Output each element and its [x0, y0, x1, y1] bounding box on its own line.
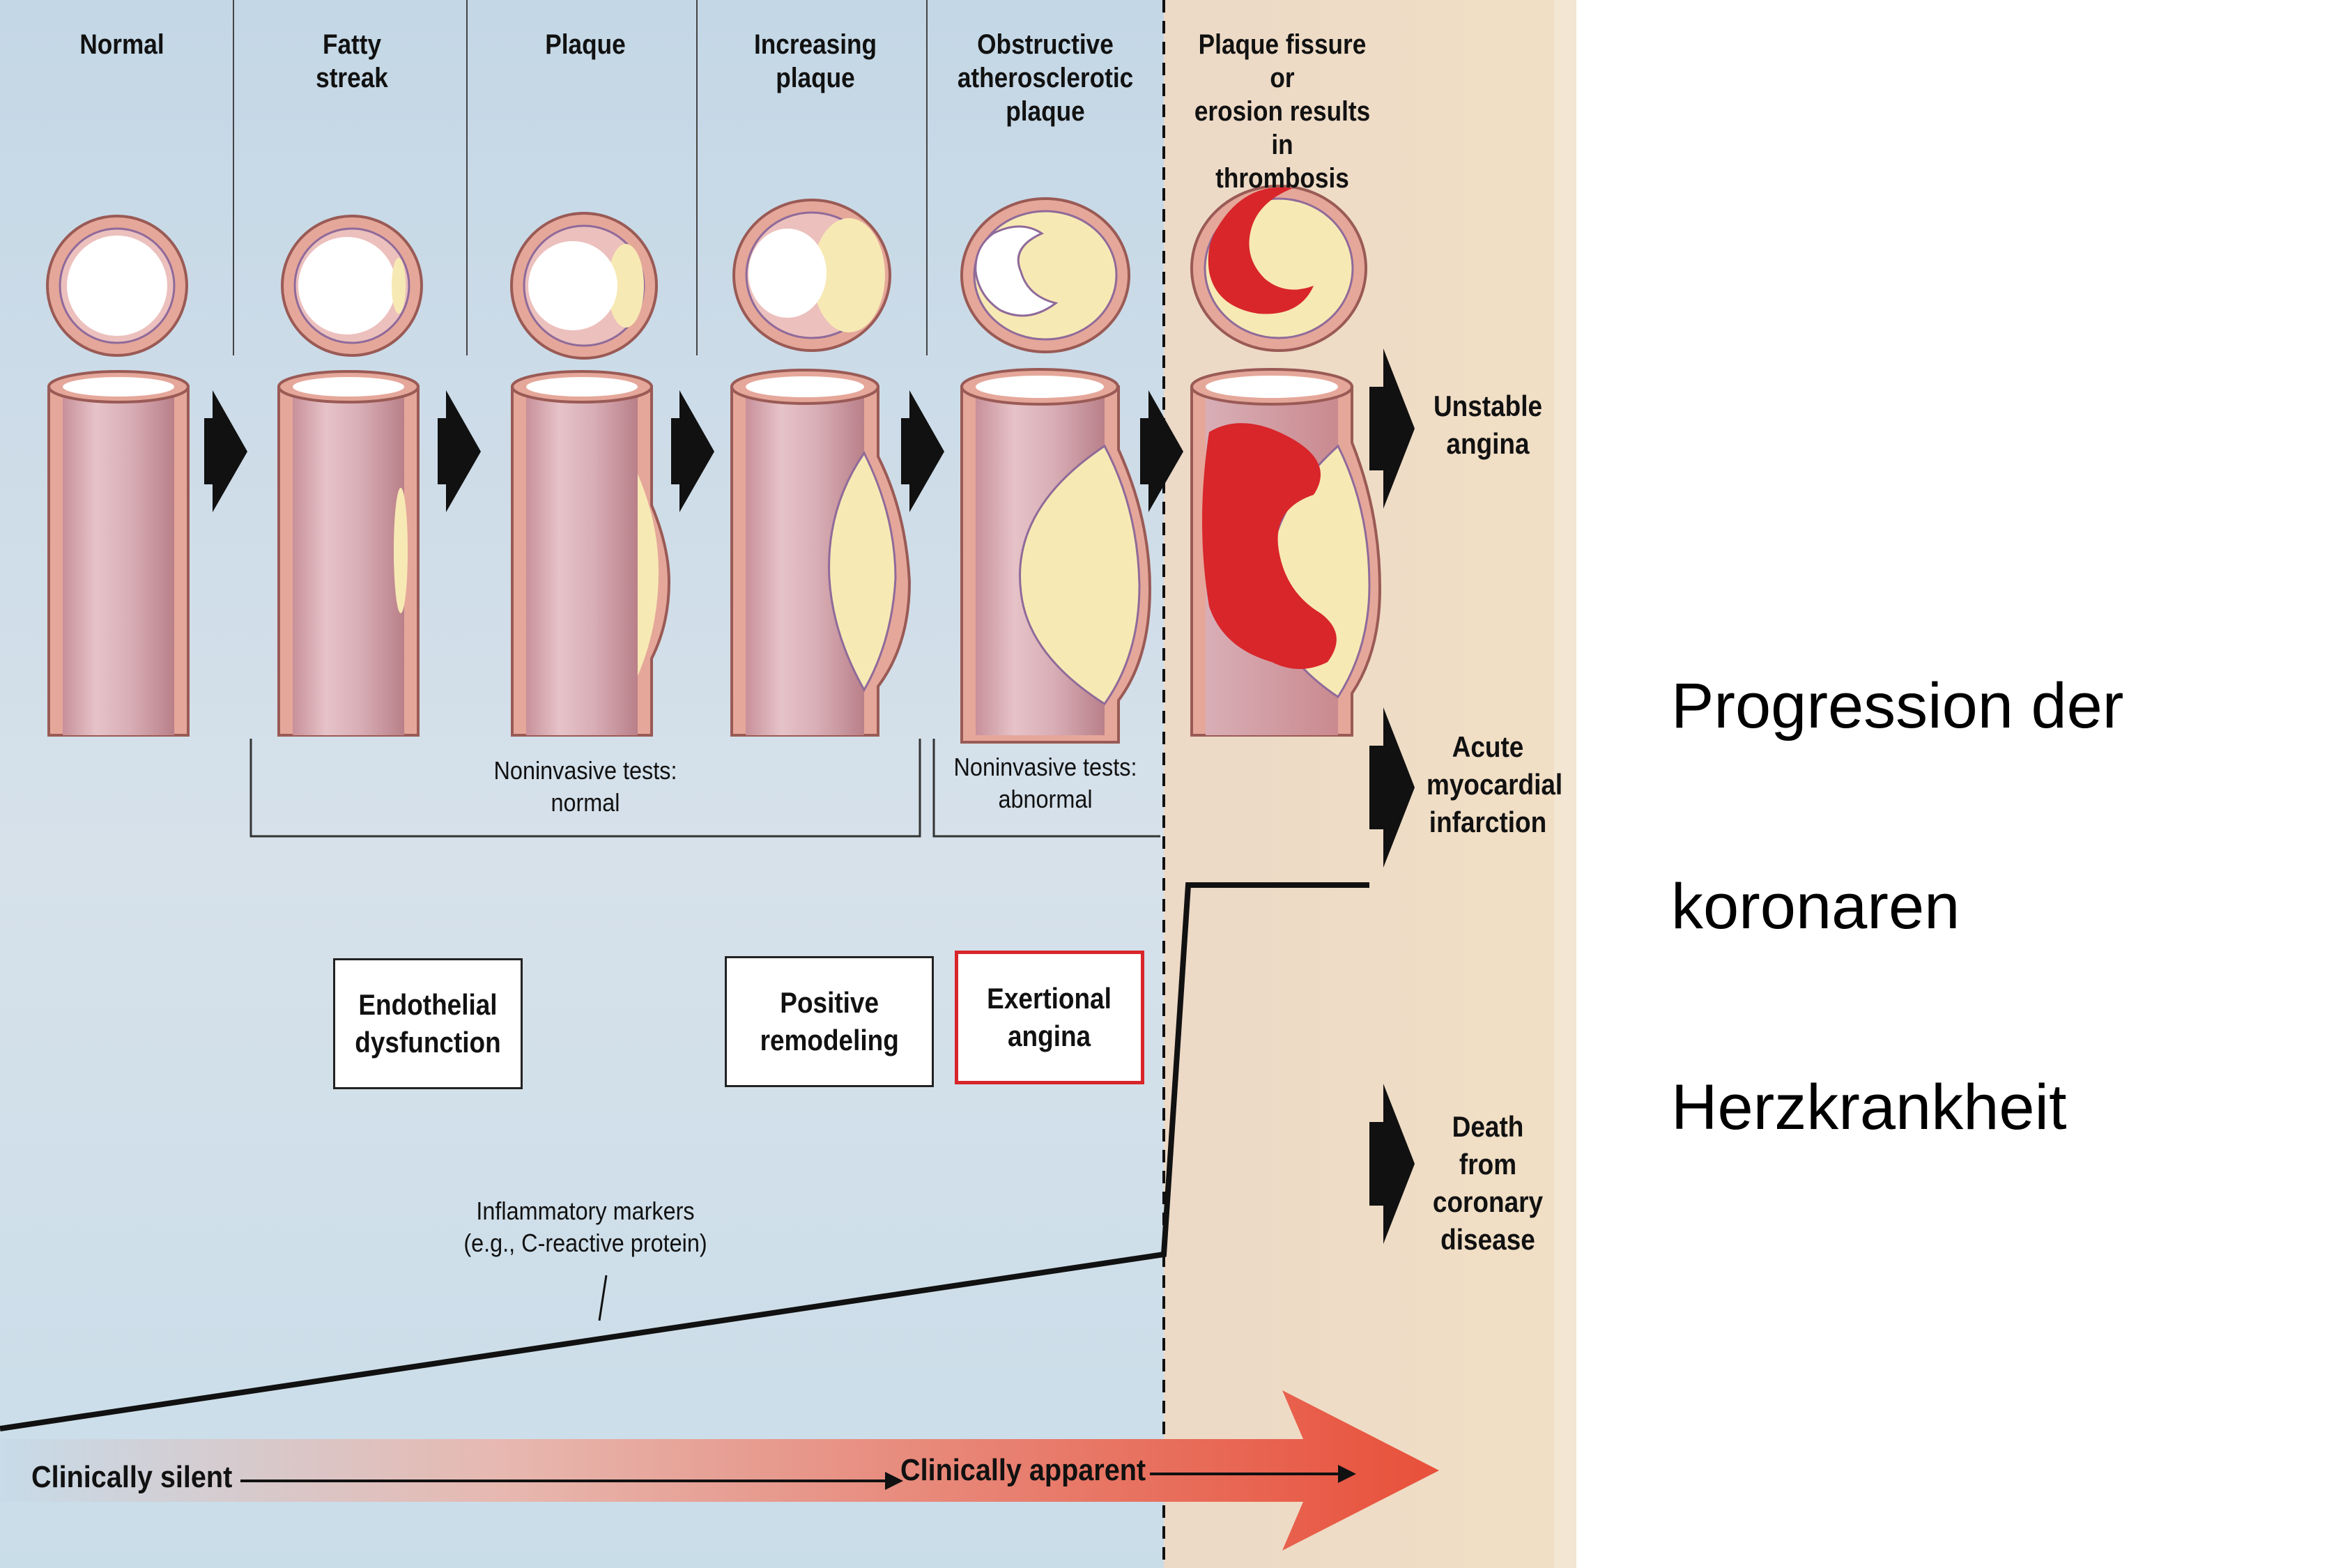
progression-line	[0, 882, 1369, 1431]
slide-caption: Progression der koronaren Herzkrankheit	[1671, 672, 2298, 1275]
inflammatory-pointer	[598, 1275, 608, 1321]
caption-line-2: koronaren	[1671, 871, 1960, 942]
outcome-death: Death from coronary disease	[1432, 1110, 1544, 1256]
figure-artwork	[0, 0, 1576, 1568]
exertional-angina-label: Exertional angina	[987, 982, 1112, 1052]
cross-sections	[46, 185, 1367, 360]
noninvasive-abnormal-label: Noninvasive tests: abnormal	[953, 753, 1137, 813]
exertional-angina-box: Exertional angina	[955, 951, 1144, 1084]
stage-label-thrombosis: Plaque fissure or erosion results in thr…	[1194, 29, 1371, 194]
clinically-silent-label: Clinically silent	[31, 1460, 233, 1494]
positive-remodeling-box: Positive remodeling	[725, 956, 934, 1087]
positive-remodeling-label: Positive remodeling	[760, 986, 899, 1056]
test-brackets	[249, 739, 1160, 838]
timeline-arrow	[0, 1390, 1439, 1551]
stage-arrows	[204, 390, 1183, 512]
stage-label-normal: Normal	[79, 29, 164, 60]
outcome-unstable-angina: Unstable angina	[1433, 390, 1543, 460]
vessels	[47, 368, 1382, 744]
atherosclerosis-figure: Normal Fatty streak Plaque Increasing pl…	[0, 0, 1576, 1568]
endothelial-dysfunction-label: Endothelial dysfunction	[355, 988, 501, 1059]
stage-label-plaque: Plaque	[545, 29, 626, 60]
endothelial-dysfunction-box: Endothelial dysfunction	[333, 958, 523, 1089]
inflammatory-markers-label: Inflammatory markers (e.g., C-reactive p…	[463, 1197, 707, 1257]
caption-line-3: Herzkrankheit	[1671, 1072, 2067, 1143]
outcome-arrows	[1369, 348, 1415, 1244]
clinically-apparent-label: Clinically apparent	[900, 1453, 1146, 1487]
stage-label-fatty-streak: Fatty streak	[316, 29, 388, 93]
caption-line-1: Progression der	[1671, 670, 2124, 741]
column-dividers	[233, 0, 928, 355]
stage-label-increasing-plaque: Increasing plaque	[753, 29, 877, 93]
stage-label-obstructive: Obstructive atherosclerotic plaque	[957, 29, 1134, 127]
outcome-acute-mi: Acute myocardial infarction	[1427, 730, 1563, 838]
noninvasive-normal-label: Noninvasive tests: normal	[493, 756, 677, 817]
